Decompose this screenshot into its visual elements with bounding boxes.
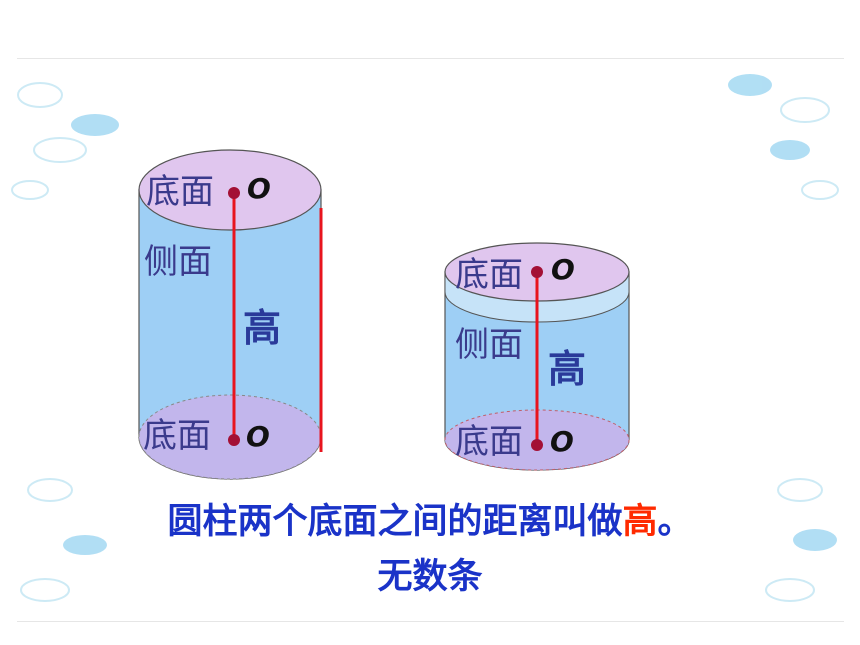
decorative-clouds — [11, 74, 839, 602]
right-bottom-center-label: O — [550, 425, 574, 458]
right-top-face-label: 底面 — [455, 255, 523, 295]
left-side-face-label: 侧面 — [144, 242, 212, 282]
subcaption: 无数条 — [377, 557, 483, 597]
right-side-face-label: 侧面 — [455, 325, 523, 365]
caption-suffix: 。 — [657, 502, 693, 542]
right-top-center-label: O — [551, 253, 575, 286]
right-cylinder — [444, 242, 630, 471]
left-top-center-label: O — [247, 172, 271, 205]
left-top-center-dot — [228, 187, 240, 199]
left-bottom-face-label: 底面 — [143, 416, 211, 456]
left-top-face-label: 底面 — [146, 172, 214, 212]
right-height-label: 高 — [548, 346, 587, 391]
caption-text: 圆柱两个底面之间的距离叫做 — [167, 502, 623, 542]
right-top-center-dot — [531, 266, 543, 278]
left-bottom-center-label: O — [246, 420, 270, 453]
left-bottom-center-dot — [228, 434, 240, 446]
left-cylinder — [138, 149, 323, 480]
right-bottom-face-label: 底面 — [455, 422, 523, 462]
caption-highlight: 高 — [622, 502, 658, 542]
left-height-label: 高 — [243, 305, 282, 350]
right-bottom-center-dot — [531, 439, 543, 451]
definition-caption: 圆柱两个底面之间的距离叫做高。 — [0, 505, 860, 540]
